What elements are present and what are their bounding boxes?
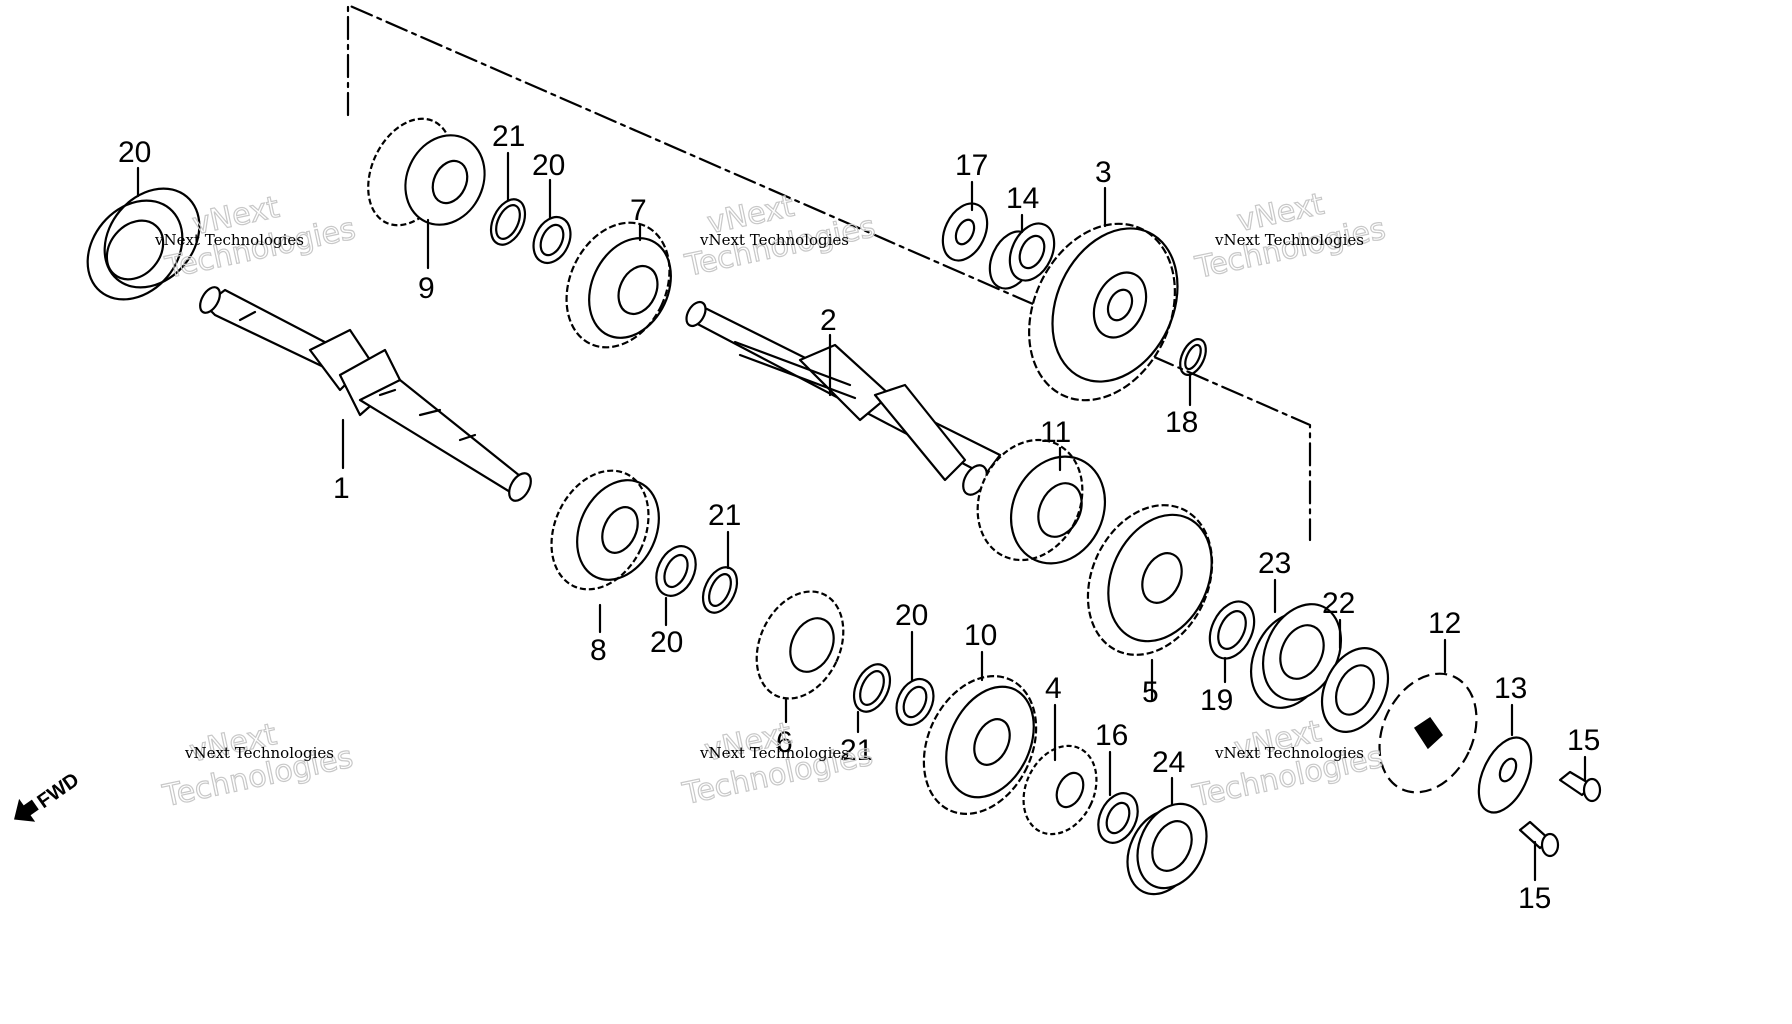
part-19-washer bbox=[1208, 600, 1256, 660]
fwd-direction-marker: FWD bbox=[14, 769, 83, 822]
part-18-circlip bbox=[1179, 338, 1207, 376]
part-14-bushing bbox=[988, 222, 1056, 290]
callout-23: 20 bbox=[118, 136, 151, 169]
part-10-gear bbox=[922, 675, 1038, 815]
callout-24: 23 bbox=[1258, 547, 1291, 580]
callout-25: 24 bbox=[1152, 746, 1185, 779]
callout-18: 18 bbox=[1165, 406, 1198, 439]
part-4-gear bbox=[1022, 744, 1098, 836]
callout-22: 22 bbox=[1322, 587, 1355, 620]
watermark-company-top-center: vNext Technologies bbox=[699, 231, 849, 249]
part-21-circlip-middle bbox=[701, 566, 739, 614]
callout-20-lower: 20 bbox=[895, 599, 928, 632]
part-2-countershaft bbox=[685, 300, 1002, 496]
callout-3: 3 bbox=[1095, 156, 1112, 189]
part-16-washer bbox=[1097, 792, 1139, 844]
part-24-bearing bbox=[1250, 603, 1342, 709]
callout-20-upper: 20 bbox=[532, 149, 565, 182]
callout-11: 11 bbox=[1040, 416, 1071, 449]
part-6-gear bbox=[755, 590, 845, 700]
callout-7: 7 bbox=[630, 194, 647, 227]
callout-20-middle: 20 bbox=[650, 626, 683, 659]
callout-21-middle: 21 bbox=[708, 499, 741, 532]
callout-21-lower: 21 bbox=[840, 734, 873, 767]
countershaft-group-bracket bbox=[346, 3, 1312, 542]
callout-9: 9 bbox=[418, 272, 435, 305]
fwd-label: FWD bbox=[33, 769, 83, 813]
callout-6: 6 bbox=[776, 726, 793, 759]
leader-lines bbox=[136, 151, 1587, 882]
part-7-gear bbox=[565, 221, 672, 349]
watermark-top-center: vNext Technologies bbox=[681, 188, 879, 284]
callout-16: 16 bbox=[1095, 719, 1128, 752]
callout-1: 1 bbox=[333, 472, 350, 505]
callout-4: 4 bbox=[1045, 672, 1062, 705]
part-number-callouts: 20 1 2 3 4 5 6 7 8 9 10 11 12 13 14 15 1… bbox=[118, 120, 1600, 915]
callout-15-lower: 15 bbox=[1518, 882, 1551, 915]
callout-2: 2 bbox=[820, 304, 837, 337]
watermark-company-bottom-center: vNext Technologies bbox=[699, 744, 849, 762]
part-13-plate bbox=[1477, 736, 1533, 814]
part-1-mainshaft bbox=[199, 286, 532, 502]
callout-15-upper: 15 bbox=[1567, 724, 1600, 757]
callout-19: 19 bbox=[1200, 684, 1233, 717]
callout-17: 17 bbox=[955, 149, 988, 182]
part-12-sprocket bbox=[1378, 672, 1478, 794]
part-20-washer-upper bbox=[532, 215, 572, 265]
watermark-company-top-right: vNext Technologies bbox=[1214, 231, 1364, 249]
callout-10: 10 bbox=[964, 619, 997, 652]
part-5-gear bbox=[1086, 504, 1214, 656]
part-8-gear bbox=[550, 469, 660, 591]
part-21-circlip-lower bbox=[852, 663, 892, 713]
part-3-gear bbox=[1028, 222, 1179, 402]
part-25-bearing bbox=[1126, 802, 1208, 896]
watermark-company-bottom-right: vNext Technologies bbox=[1214, 744, 1364, 762]
callout-8: 8 bbox=[590, 634, 607, 667]
fwd-arrow-icon bbox=[14, 798, 39, 822]
callout-21-upper: 21 bbox=[492, 120, 525, 153]
part-22-seal bbox=[1320, 647, 1390, 733]
watermark-company-top-left: vNext Technologies bbox=[154, 231, 304, 249]
part-20-washer-lower bbox=[895, 677, 935, 727]
part-15-bolt-lower bbox=[1518, 820, 1560, 858]
part-23-bearing bbox=[86, 187, 201, 301]
part-11-gear bbox=[976, 438, 1107, 565]
callout-5: 5 bbox=[1142, 676, 1159, 709]
part-20-washer-middle bbox=[655, 545, 697, 597]
callout-13: 13 bbox=[1494, 672, 1527, 705]
part-15-bolt-upper bbox=[1558, 770, 1602, 803]
part-17-washer bbox=[941, 202, 989, 262]
part-9-gear bbox=[367, 117, 486, 227]
callout-14: 14 bbox=[1006, 182, 1039, 215]
watermark-company-bottom-left: vNext Technologies bbox=[184, 744, 334, 762]
part-21-circlip-upper bbox=[489, 198, 527, 246]
callout-12: 12 bbox=[1428, 607, 1461, 640]
